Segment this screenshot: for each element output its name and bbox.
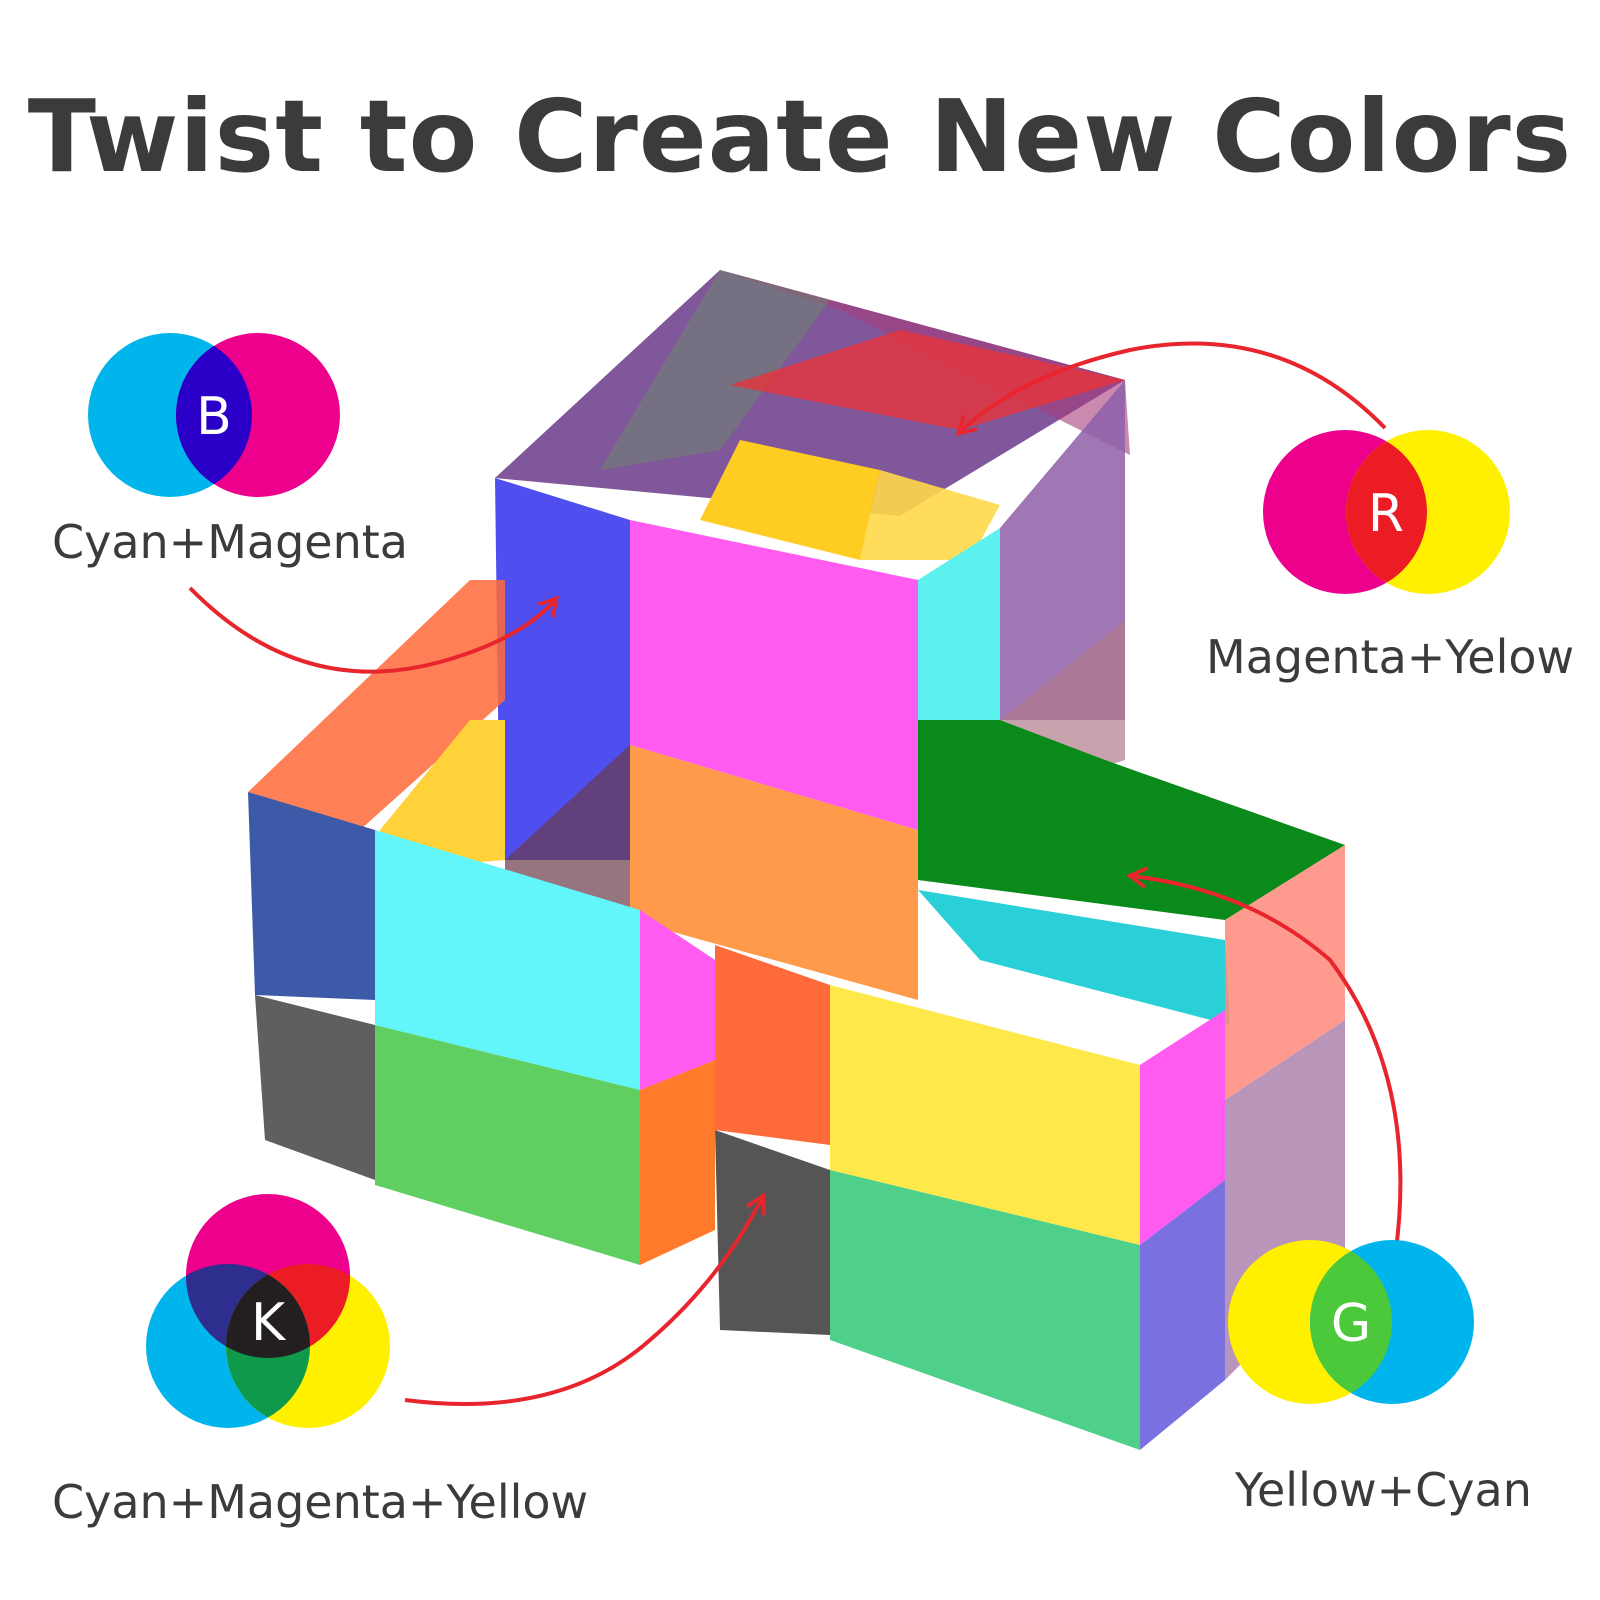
arrows: [188, 341, 1403, 1406]
page-title: Twist to Create New Colors: [27, 78, 1573, 195]
arrow-to-green: [1126, 866, 1403, 1258]
left-cube: [248, 580, 715, 1265]
mix-label-cyan-magenta-yellow: Cyan+Magenta+Yellow: [52, 1475, 588, 1529]
mix-black: K Cyan+Magenta+Yellow: [52, 1194, 588, 1529]
mix-label-yellow-cyan: Yellow+Cyan: [1234, 1463, 1532, 1517]
mix-red: R Magenta+Yelow: [1206, 430, 1574, 684]
mix-green: G Yellow+Cyan: [1228, 1240, 1532, 1517]
black-overlap: [226, 1264, 310, 1358]
color-mixing-cubes-photo: [248, 270, 1345, 1450]
mix-label-cyan-magenta: Cyan+Magenta: [52, 515, 408, 569]
mix-letter-b: B: [196, 387, 232, 447]
arrow-to-blue: [188, 586, 559, 674]
arrow-to-black: [404, 1192, 766, 1406]
mix-label-magenta-yelow: Magenta+Yelow: [1206, 630, 1574, 684]
green-overlap: [1310, 1240, 1392, 1404]
right-cube: [715, 720, 1345, 1450]
mix-letter-r: R: [1368, 484, 1404, 544]
mix-letter-k: K: [251, 1293, 287, 1353]
blue-overlap: [176, 333, 252, 497]
mix-letter-g: G: [1331, 1294, 1371, 1354]
arrow-to-red: [955, 341, 1387, 437]
mix-blue: B Cyan+Magenta: [52, 333, 408, 569]
red-overlap: [1346, 430, 1427, 594]
